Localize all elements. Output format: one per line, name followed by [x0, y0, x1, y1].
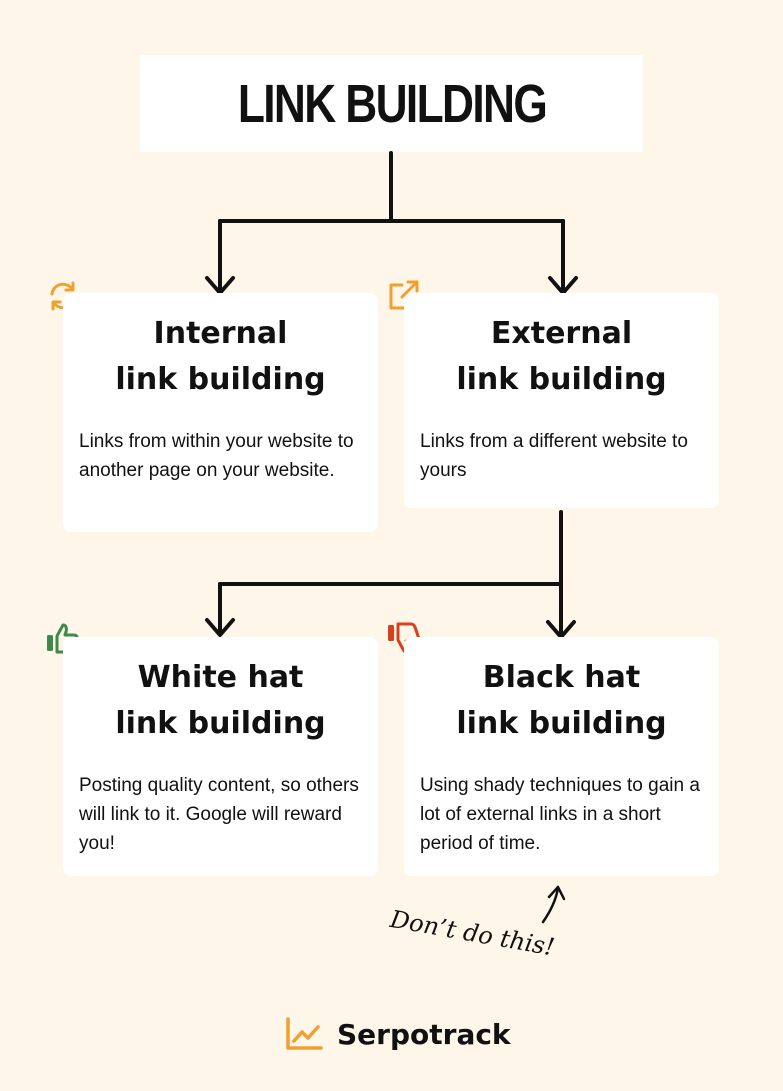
annotation-arrowhead: [547, 885, 566, 901]
card-description: Links from a different website to yours: [420, 431, 688, 481]
card-black-hat-link-building: Black hat link building Using shady tech…: [404, 637, 719, 876]
card-external-link-building: External link building Links from a diff…: [404, 293, 719, 508]
card-title: Internal link building: [79, 311, 362, 403]
annotation-arrow: [541, 886, 560, 924]
card-title-line1: Black hat: [482, 660, 641, 695]
card-title: Black hat link building: [420, 655, 703, 747]
card-title-line1: White hat: [137, 660, 304, 695]
title-box: LINK BUILDING: [140, 55, 643, 152]
card-title-line2: link building: [115, 706, 326, 741]
card-title: White hat link building: [79, 655, 362, 747]
brand-logo: Serpotrack: [285, 1014, 511, 1054]
card-description: Links from within your website to anothe…: [79, 431, 354, 481]
card-description: Posting quality content, so others will …: [79, 775, 359, 854]
card-title-line1: Internal: [153, 316, 288, 351]
arrowhead-white: [205, 618, 235, 637]
card-title-line2: link building: [456, 362, 667, 397]
chart-icon: [286, 1017, 323, 1050]
diagram-title: LINK BUILDING: [237, 73, 547, 134]
card-white-hat-link-building: White hat link building Posting quality …: [63, 637, 378, 876]
card-description: Using shady techniques to gain a lot of …: [420, 775, 700, 854]
card-title: External link building: [420, 311, 703, 403]
brand-name: Serpotrack: [337, 1017, 511, 1051]
card-title-line2: link building: [115, 362, 326, 397]
card-title-line2: link building: [456, 706, 667, 741]
card-internal-link-building: Internal link building Links from within…: [63, 293, 378, 532]
card-title-line1: External: [490, 316, 633, 351]
